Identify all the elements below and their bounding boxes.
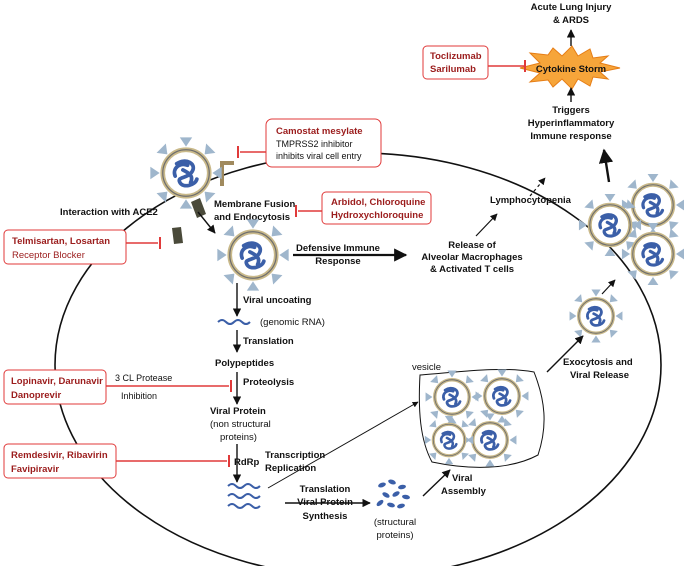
toclizumab-label: Toclizumab — [430, 51, 482, 62]
triggers-label-2: Hyperinflammatory — [528, 118, 615, 129]
hydroxychloroquine-label: Hydroxychloroquine — [331, 210, 423, 221]
lymphocytopenia-label: Lymphocytopenia — [490, 195, 572, 206]
ace2-receptor-1 — [191, 198, 206, 218]
arrow-to-lymphocytopenia — [475, 213, 498, 237]
structural-label: (structural — [374, 517, 416, 528]
arrow-rna-to-vesicle — [267, 401, 419, 489]
membrane-fusion-label: Membrane Fusion — [214, 199, 295, 210]
translation2-label: Translation — [300, 484, 351, 495]
sarilumab-label: Sarilumab — [430, 64, 476, 75]
lopinavir-box — [3, 369, 107, 405]
lopinavir-label: Lopinavir, Darunavir — [11, 376, 103, 387]
translation2-label-2: Viral Protein — [297, 497, 353, 508]
camostat-box — [265, 118, 382, 168]
viral-protein-label-2: (non structural — [210, 419, 271, 430]
proteolysis-label: Proteolysis — [243, 377, 294, 388]
camostat-desc-2: inhibits viral cell entry — [276, 151, 362, 161]
camostat-desc-1: TMPRSS2 inhibitor — [276, 139, 353, 149]
release-label: Release of — [448, 240, 496, 251]
release-label-3: & Activated T cells — [430, 264, 514, 275]
arrow-entry — [197, 211, 216, 234]
defensive-label: Defensive Immune — [296, 243, 380, 254]
triggers-label: Triggers — [552, 105, 590, 116]
viral-assembly-label: Viral — [452, 473, 472, 484]
remdesivir-label: Remdesivir, Ribavirin — [11, 450, 108, 461]
transcription-label: Transcription — [265, 450, 325, 461]
exocytosis-label: Exocytosis and — [563, 357, 633, 368]
arrow-assembly — [422, 469, 451, 497]
endocytosis-label: and Endocytosis — [214, 212, 290, 223]
vesicle-label: vesicle — [412, 362, 441, 373]
arbidol-label: Arbidol, Chloroquine — [331, 197, 425, 208]
replication-label: Replication — [265, 463, 316, 474]
interaction-ace2-label: Interaction with ACE2 — [60, 207, 158, 218]
ace2-receptor-2 — [172, 227, 183, 244]
viral-assembly-label-2: Assembly — [441, 486, 487, 497]
telmisartan-label: Telmisartan, Losartan — [12, 236, 110, 247]
viral-protein-label: Viral Protein — [210, 406, 266, 417]
toclizumab-box — [422, 45, 489, 80]
virus-budding — [567, 287, 625, 345]
arbidol-box — [321, 191, 432, 225]
arrow-release-up — [601, 279, 616, 295]
defensive-label-2: Response — [315, 256, 360, 267]
viral-protein-label-3: proteins) — [220, 432, 257, 443]
translation-label: Translation — [243, 336, 294, 347]
danoprevir-label: Danoprevir — [11, 390, 61, 401]
structural-proteins — [376, 479, 410, 509]
cytokine-storm-burst — [519, 45, 621, 90]
virus-released-3 — [622, 223, 684, 285]
exocytosis-label-2: Viral Release — [570, 370, 629, 381]
protease-label-2: Inhibition — [121, 391, 157, 401]
release-label-2: Alveolar Macrophages — [421, 252, 522, 263]
genomic-rna-label: (genomic RNA) — [260, 317, 325, 328]
virus-endosome — [217, 219, 288, 290]
translation2-label-3: Synthesis — [303, 511, 348, 522]
arrow-lympho-to-triggers — [529, 177, 546, 197]
replicated-rna — [227, 483, 261, 509]
outcome-label-2: & ARDS — [553, 15, 589, 26]
arrow-viruses-to-triggers — [598, 148, 614, 183]
favipiravir-label: Favipiravir — [11, 464, 59, 475]
virus-outside — [150, 137, 221, 208]
telmisartan-box — [3, 229, 127, 265]
cytokine-storm-label: Cytokine Storm — [536, 64, 606, 75]
receptor-blocker-label: Receptor Blocker — [12, 250, 85, 261]
viral-uncoating-label: Viral uncoating — [243, 295, 312, 306]
tmprss2-receptor — [220, 161, 234, 186]
outcome-label: Acute Lung Injury — [531, 2, 612, 13]
genomic-rna-strand — [217, 319, 251, 325]
rdrp-label: RdRp — [234, 457, 260, 468]
protease-label: 3 CL Protease — [115, 373, 172, 383]
triggers-label-3: Immune response — [530, 131, 611, 142]
camostat-label: Camostat mesylate — [276, 126, 363, 137]
arrow-exocytosis — [546, 335, 584, 373]
structural-label-2: proteins) — [377, 530, 414, 541]
polypeptides-label: Polypeptides — [215, 358, 274, 369]
